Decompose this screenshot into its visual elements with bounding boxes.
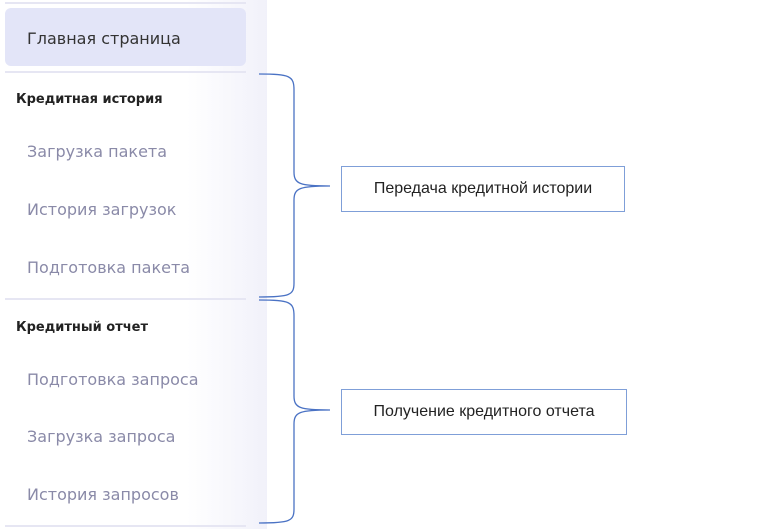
annotation-credit-report-receipt: Получение кредитного отчета	[341, 389, 627, 435]
brace-credit-history	[258, 73, 331, 298]
sidebar-item-prepare-request[interactable]: Подготовка запроса	[27, 370, 199, 389]
sidebar-item-upload-request[interactable]: Загрузка запроса	[27, 427, 176, 446]
sidebar-item-upload-history[interactable]: История загрузок	[27, 200, 177, 219]
sidebar-item-prepare-package[interactable]: Подготовка пакета	[27, 258, 191, 277]
divider	[5, 298, 246, 300]
divider	[5, 2, 246, 4]
brace-credit-report	[258, 299, 331, 524]
divider	[5, 525, 246, 527]
section-title-credit-report: Кредитный отчет	[16, 320, 149, 335]
annotation-credit-history-transfer: Передача кредитной истории	[341, 166, 625, 212]
sidebar-item-label: Главная страница	[27, 29, 181, 48]
sidebar-item-home[interactable]: Главная страница	[5, 8, 246, 66]
section-title-credit-history: Кредитная история	[16, 92, 163, 107]
sidebar-item-upload-package[interactable]: Загрузка пакета	[27, 142, 168, 161]
sidebar-item-request-history[interactable]: История запросов	[27, 485, 179, 504]
divider	[5, 71, 246, 73]
sidebar: Главная страница Кредитная история Загру…	[0, 0, 267, 529]
